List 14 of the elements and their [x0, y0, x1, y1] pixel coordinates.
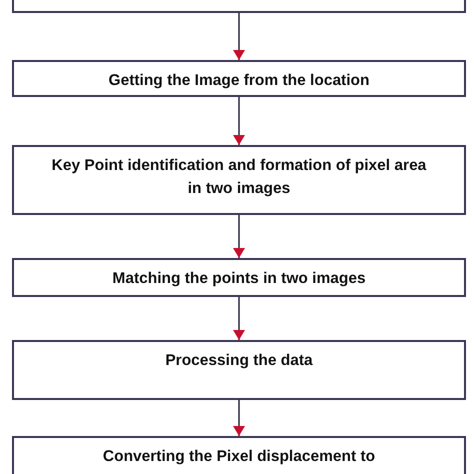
process-box: [12, 340, 466, 400]
arrow: [233, 13, 245, 60]
arrow: [233, 215, 245, 258]
step-text: Processing the data: [165, 351, 313, 371]
arrow: [233, 97, 245, 145]
step-text: Converting the Pixel displacement to: [102, 447, 376, 467]
process-box: [12, 60, 466, 97]
arrow: [233, 400, 245, 436]
arrow: [233, 297, 245, 340]
step-text: Key Point identification and formation of pixel area in two images: [50, 156, 428, 199]
step-text: Getting the Image from the location: [108, 71, 370, 91]
step-text: Matching the points in two images: [112, 269, 366, 289]
process-box: [12, 258, 466, 297]
process-box: [12, 145, 466, 215]
